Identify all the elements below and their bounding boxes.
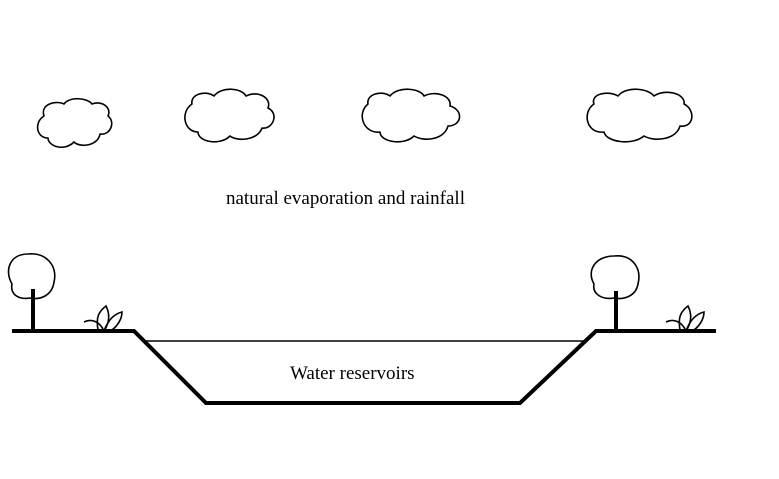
cloud-icon: [586, 88, 693, 143]
tree-icon: [7, 253, 56, 331]
evaporation-rainfall-label: natural evaporation and rainfall: [226, 188, 465, 209]
cloud-icon: [36, 97, 113, 149]
grass-icon: [665, 304, 705, 332]
ground-and-reservoir-outline: [12, 329, 716, 405]
cloud-icon: [184, 88, 275, 143]
grass-icon: [83, 304, 123, 332]
tree-icon: [590, 255, 640, 331]
water-reservoirs-label: Water reservoirs: [290, 363, 415, 384]
cloud-icon: [361, 88, 461, 143]
